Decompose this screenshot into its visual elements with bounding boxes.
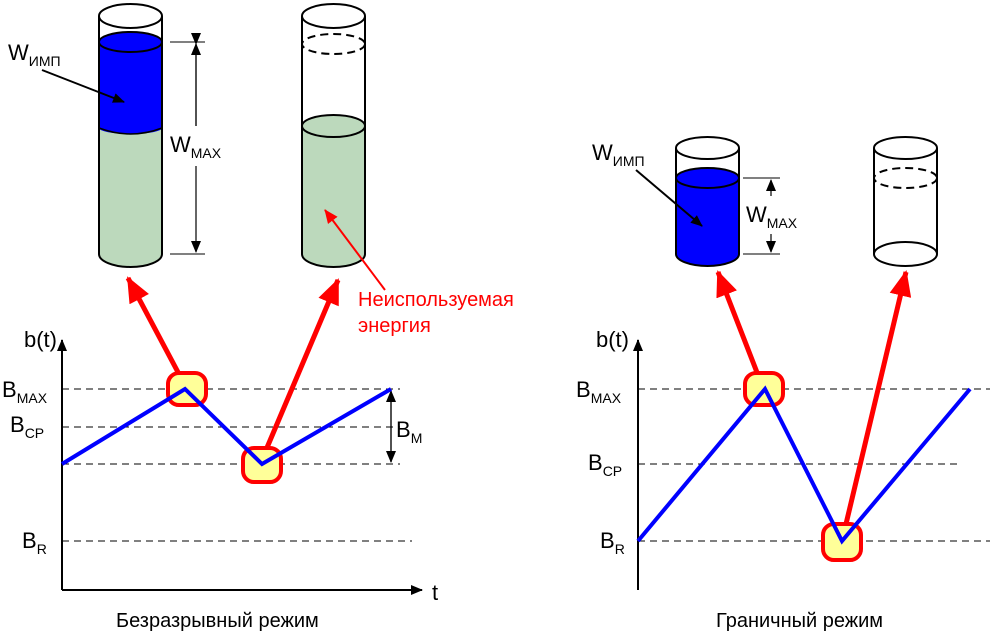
left-partial-tube bbox=[301, 3, 366, 268]
bm-dimension: BM bbox=[386, 390, 422, 463]
svg-text:энергия: энергия bbox=[358, 315, 431, 337]
flux-waveform-right bbox=[636, 385, 972, 545]
red-arrow-to-blue-tube bbox=[715, 270, 761, 376]
green-top bbox=[301, 114, 366, 138]
tube-blue-fill bbox=[99, 42, 162, 128]
svg-text:b(t): b(t) bbox=[596, 327, 629, 352]
svg-text:WMAX: WMAX bbox=[170, 132, 222, 161]
right-panel: WИМП WMAX b(t) BMAX bbox=[576, 136, 990, 632]
svg-text:WMAX: WMAX bbox=[746, 202, 798, 231]
red-arrow-to-empty-tube bbox=[843, 270, 912, 525]
svg-text:WИМП: WИМП bbox=[592, 140, 645, 169]
w-imp-label-right: WИМП bbox=[592, 140, 703, 227]
left-axes: b(t) t bbox=[24, 327, 438, 605]
left-caption: Безразрывный режим bbox=[116, 610, 319, 632]
tube-top bbox=[98, 3, 163, 29]
svg-text:WИМП: WИМП bbox=[8, 40, 61, 69]
br-label: BR bbox=[22, 528, 47, 557]
right-full-tube bbox=[675, 136, 740, 267]
right-caption: Граничный режим bbox=[716, 610, 883, 632]
dashed-level bbox=[301, 33, 366, 55]
bmax-label: BMAX bbox=[2, 377, 48, 406]
x-axis-label: t bbox=[432, 580, 438, 605]
svg-text:BM: BM bbox=[396, 417, 422, 446]
w-max-dimension-left: WMAX bbox=[170, 33, 222, 255]
left-levels: BMAX BCP BR bbox=[2, 377, 412, 557]
flux-waveform bbox=[60, 386, 393, 467]
w-imp-pointer bbox=[41, 69, 125, 103]
svg-text:BMAX: BMAX bbox=[576, 377, 622, 406]
w-imp-label-left: WИМП bbox=[8, 40, 125, 103]
red-arrow-to-full-tube bbox=[125, 276, 183, 378]
right-axes: b(t) bbox=[596, 327, 643, 590]
y-axis-label: b(t) bbox=[24, 327, 57, 352]
left-panel: WИМП WMAX Неиспользуемая энер bbox=[2, 3, 514, 632]
svg-text:Неиспользуемая: Неиспользуемая bbox=[358, 289, 514, 311]
red-arrow-to-partial-tube bbox=[263, 278, 341, 451]
right-empty-tube bbox=[873, 136, 938, 267]
left-full-tube bbox=[98, 3, 163, 268]
blue-bottom bbox=[99, 122, 162, 134]
blue-top bbox=[98, 31, 163, 53]
svg-text:BCP: BCP bbox=[588, 450, 622, 479]
svg-text:BR: BR bbox=[600, 528, 625, 557]
bcp-label: BCP bbox=[10, 412, 44, 441]
unused-energy-label: Неиспользуемая энергия bbox=[324, 209, 514, 337]
w-max-dimension-right: WMAX bbox=[743, 177, 798, 255]
right-levels: BMAX BCP BR bbox=[576, 377, 990, 557]
